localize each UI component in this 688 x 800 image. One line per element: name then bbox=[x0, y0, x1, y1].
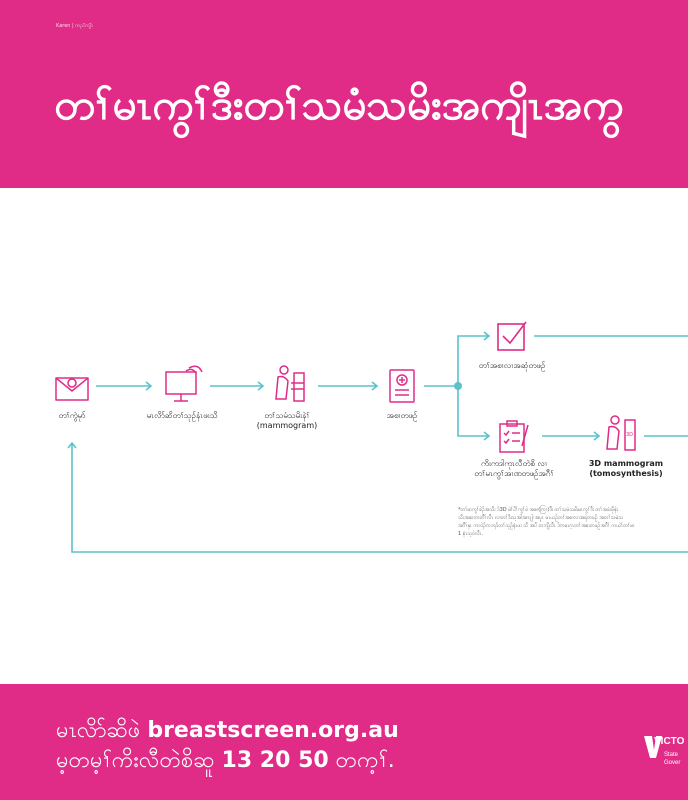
footnote-line: အဂီၢ်နှၤ ကလဲၣ်ကဘၣ်တၢ်သုဉ်နံၤဖး သိ အပိ တဘ… bbox=[458, 523, 635, 529]
arrowhead-3 bbox=[371, 381, 379, 391]
arrowhead-1 bbox=[145, 381, 153, 391]
footnote: *တၢ်မၤကွၢ်ခဲၣ်အသိး ဒ်3D မဲၢ်ပိၢ်ကွၢ်ဖဲ အ… bbox=[458, 506, 688, 538]
mammogram-label-line1: တၢ်သမံသမိးနဲၢ် bbox=[264, 411, 310, 420]
footnote-line: 1 နံၤသ့ဝဲလီၤ. bbox=[458, 531, 484, 537]
arrowhead-2 bbox=[257, 381, 265, 391]
logo-text-state: State bbox=[664, 752, 679, 758]
language-tag: Karen | ကညီကျိာ် bbox=[56, 23, 93, 29]
logo-text-victoria: VICTO bbox=[654, 736, 685, 747]
process-flow-diagram: 3D bbox=[55, 321, 688, 553]
arrowhead-bottom bbox=[483, 431, 491, 441]
3d-badge: 3D bbox=[626, 432, 633, 438]
results-document-icon bbox=[389, 369, 415, 403]
branch-recall-label: ကိးကဒါကုၤလီတဲစိ လၢ တၢ်မၤကွၢ်အၢဏတဖဉ်အဂီၢ် bbox=[460, 459, 568, 479]
page-title: တၢ်မၤကွၢ်ဒီးတၢ်သမံသမိးအကျိၤအကွ bbox=[54, 80, 624, 129]
website-link[interactable]: breastscreen.org.au bbox=[147, 718, 399, 743]
step-invitation-label: တၢ်ကွဲမုာ် bbox=[58, 411, 86, 420]
mammogram-machine-icon bbox=[275, 365, 305, 402]
tomosynthesis-label: 3D mammogram (tomosynthesis) bbox=[574, 459, 678, 479]
cta-line-website: မၤလိာ်ဆိဖဲ breastscreen.org.au bbox=[56, 716, 399, 746]
branch-bottom-connector bbox=[457, 386, 488, 437]
arrowhead-5 bbox=[593, 431, 601, 441]
footnote-line: *တၢ်မၤကွၢ်ခဲၣ်အသိး ဒ်3D မဲၢ်ပိၢ်ကွၢ်ဖဲ အ… bbox=[458, 507, 619, 513]
checkbox-icon bbox=[497, 321, 527, 351]
recall-label-line1: ကိးကဒါကုၤလီတဲစိ လၢ bbox=[480, 459, 548, 468]
footer-banner bbox=[0, 684, 688, 800]
recall-label-line2: တၢ်မၤကွၢ်အၢဏတဖဉ်အဂီၢ် bbox=[474, 469, 554, 478]
computer-phone-icon bbox=[165, 365, 203, 402]
flow-connectors bbox=[67, 331, 688, 553]
return-loop-connector bbox=[71, 444, 688, 553]
step-booking-label: မၤလိာ်ဆိတၢ်သုဉ်နံၤဖးသိ bbox=[146, 411, 218, 420]
logo-text-government: Gover bbox=[664, 760, 680, 766]
footnote-line: သိးအဆၢကတီၢ်လီၤ လၢတၢ်ဒိးသ့အါအကျါ အပူၤ မၤယ… bbox=[458, 515, 624, 521]
phone-number[interactable]: 13 20 50 bbox=[221, 748, 329, 773]
tomo-label-line2: (tomosynthesis) bbox=[589, 469, 663, 478]
mammogram-label-line2: (mammogram) bbox=[256, 421, 318, 430]
cta-line-phone: မ့တမ့ၢ်ကိးလီတဲစိဆူ 13 20 50 တက့ၢ်. bbox=[56, 746, 399, 776]
call-to-action: မၤလိာ်ဆိဖဲ breastscreen.org.au မ့တမ့ၢ်ကိ… bbox=[56, 716, 399, 776]
cta-phone-suffix: တက့ၢ်. bbox=[328, 748, 395, 773]
step-mammogram-label: တၢ်သမံသမိးနဲၢ် (mammogram) bbox=[246, 411, 328, 431]
branch-clear-results-label: တၢ်အစၢလၢအဆုံတဖဉ် bbox=[478, 361, 546, 370]
arrowhead-top bbox=[483, 331, 491, 341]
logo-mark bbox=[644, 736, 662, 758]
tomo-label-line1: 3D mammogram bbox=[588, 459, 664, 468]
branch-node bbox=[454, 382, 462, 390]
step-results-label: အစၢတဖဉ် bbox=[386, 411, 418, 420]
victoria-government-logo: VICTO State Gover bbox=[644, 736, 685, 766]
envelope-icon bbox=[55, 377, 89, 401]
arrowhead-return bbox=[67, 441, 77, 449]
cta-phone-prefix: မ့တမ့ၢ်ကိးလီတဲစိဆူ bbox=[56, 748, 222, 773]
3d-mammogram-icon bbox=[606, 415, 636, 451]
branch-top-connector bbox=[457, 335, 488, 386]
cta-website-prefix: မၤလိာ်ဆိဖဲ bbox=[56, 718, 148, 743]
clipboard-checklist-icon bbox=[499, 420, 529, 453]
header-banner bbox=[0, 0, 688, 188]
